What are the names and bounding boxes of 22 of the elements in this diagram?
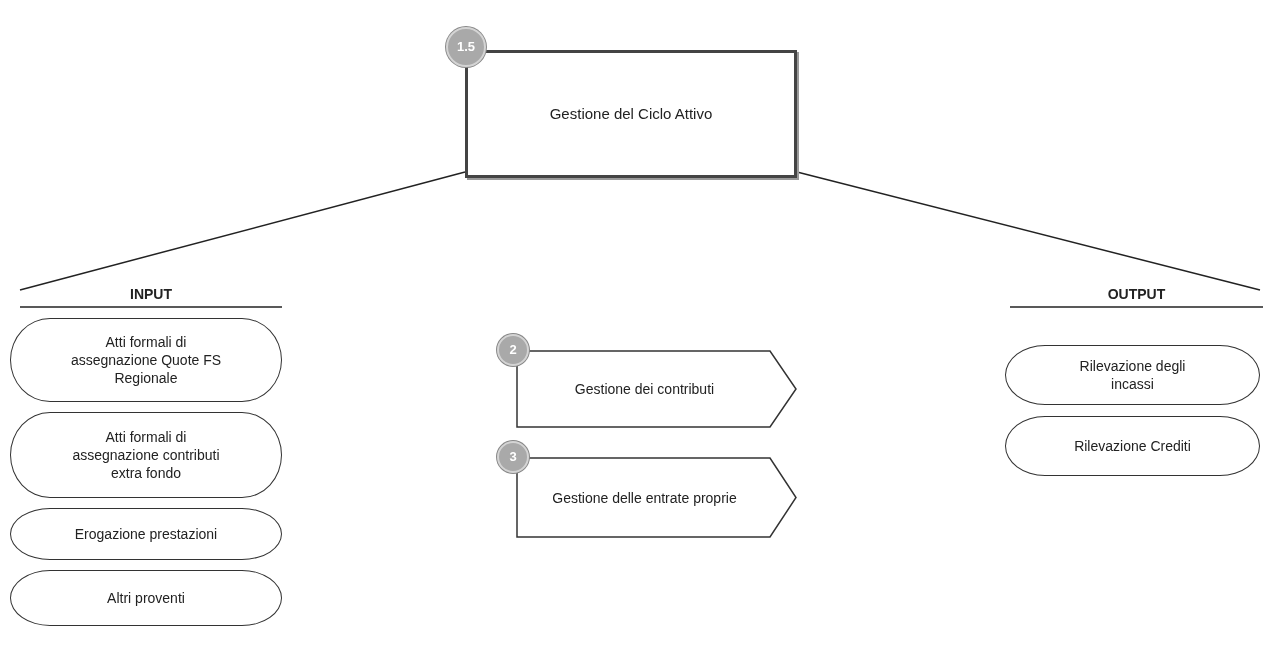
node-text: Gestione dei contributi xyxy=(574,380,715,398)
node-text: Atti formali di assegnazione Quote FS Regionale xyxy=(69,333,223,387)
node-text: Gestione delle entrate proprie xyxy=(552,488,737,507)
node-text: Rilevazione degli incassi xyxy=(1078,357,1187,393)
number-badge xyxy=(497,441,529,473)
section-heading: OUTPUT xyxy=(1107,285,1166,304)
connector-line xyxy=(19,171,466,291)
chevron-step xyxy=(516,350,797,428)
node-text: 3 xyxy=(509,448,517,467)
node-text: Gestione del Ciclo Attivo xyxy=(549,103,713,124)
number-badge xyxy=(446,27,486,67)
node-text: Altri proventi xyxy=(107,589,185,607)
node-text: 2 xyxy=(509,341,517,360)
node-text: Rilevazione Crediti xyxy=(1074,437,1191,455)
connector-line xyxy=(796,171,1261,291)
number-badge xyxy=(497,334,529,366)
node-text: Erogazione prestazioni xyxy=(74,525,218,543)
node-text: Atti formali di assegnazione contributi extra fondo xyxy=(71,428,221,482)
chevron-step xyxy=(516,457,797,538)
section-heading: INPUT xyxy=(130,285,172,304)
node-text: 1.5 xyxy=(456,38,476,57)
process-box xyxy=(465,50,797,178)
